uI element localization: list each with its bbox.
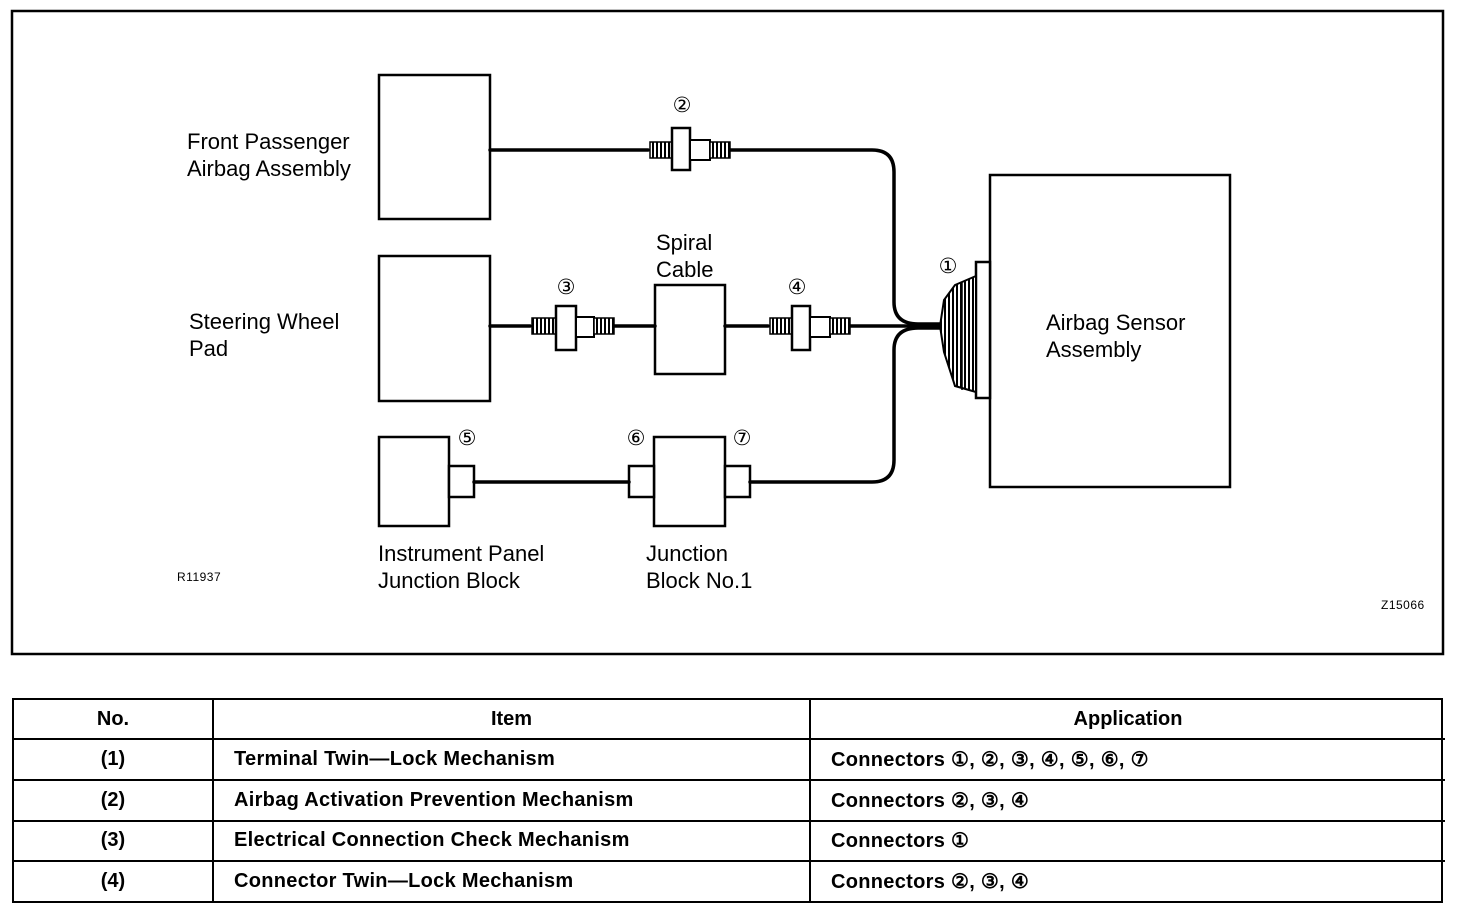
row-application: Connectors ①, ②, ③, ④, ⑤, ⑥, ⑦: [809, 738, 1445, 781]
ip-junction-block-box: [377, 435, 451, 528]
table-row: (2) Airbag Activation Prevention Mechani…: [14, 778, 1445, 822]
airbag-sensor-flange: [974, 260, 992, 400]
table-header-row: No. Item Application: [14, 700, 1445, 740]
row-application: Connectors ②, ③, ④: [809, 778, 1445, 822]
steering-wheel-pad-label: Steering Wheel Pad: [189, 309, 340, 361]
header-item: Item: [212, 700, 811, 740]
airbag-sensor-assembly-box: [988, 173, 1232, 489]
table-row: (1) Terminal Twin—Lock Mechanism Connect…: [14, 738, 1445, 781]
airbag-wiring-diagram: ① ② ③ ④ ⑤ ⑥ ⑦ Front Passenger Airbag Ass…: [10, 9, 1445, 656]
header-no: No.: [14, 700, 214, 740]
junction-block-no1-tab-left: [627, 464, 656, 499]
mechanism-table: No. Item Application (1) Terminal Twin—L…: [12, 698, 1445, 903]
row-item: Terminal Twin—Lock Mechanism: [212, 738, 811, 781]
spiral-cable-box: [653, 283, 727, 376]
row-no: (3): [14, 819, 214, 863]
row-no: (1): [14, 738, 214, 781]
connector-3-number: ③: [556, 275, 576, 299]
mechanism-table-grid: No. Item Application (1) Terminal Twin—L…: [14, 700, 1445, 901]
connector-1: [938, 274, 977, 394]
figure-code-right: Z15066: [1381, 598, 1425, 612]
table-row: (4) Connector Twin—Lock Mechanism Connec…: [14, 860, 1445, 901]
connector-4: [769, 304, 851, 352]
connector-5-number: ⑤: [457, 426, 477, 450]
row-no: (4): [14, 860, 214, 901]
ip-junction-block-tab: [447, 464, 476, 499]
connector-2: [649, 126, 731, 172]
wire-junction-block: [472, 326, 946, 484]
spiral-cable-label: Spiral Cable: [656, 230, 714, 282]
airbag-sensor-label: Airbag Sensor Assembly: [1046, 310, 1186, 362]
front-passenger-airbag-label: Front Passenger Airbag Assembly: [187, 129, 351, 181]
connector-7-number: ⑦: [732, 426, 752, 450]
connector-2-number: ②: [672, 93, 692, 117]
connector-1-number: ①: [938, 254, 958, 278]
junction-block-no1-box: [652, 435, 727, 528]
junction-block-no1-label: Junction Block No.1: [646, 541, 753, 593]
front-passenger-airbag-box: [377, 73, 492, 221]
connector-4-number: ④: [787, 275, 807, 299]
row-item: Electrical Connection Check Mechanism: [212, 819, 811, 863]
row-application: Connectors ②, ③, ④: [809, 860, 1445, 901]
connector-6-number: ⑥: [626, 426, 646, 450]
junction-block-no1-tab-right: [723, 464, 752, 499]
table-row: (3) Electrical Connection Check Mechanis…: [14, 819, 1445, 863]
steering-wheel-pad-box: [377, 254, 492, 403]
header-application: Application: [809, 700, 1445, 740]
diagram-drawing: [10, 9, 1445, 656]
ip-junction-block-label: Instrument Panel Junction Block: [378, 541, 545, 593]
figure-code-left: R11937: [177, 570, 222, 584]
row-no: (2): [14, 778, 214, 822]
row-item: Connector Twin—Lock Mechanism: [212, 860, 811, 901]
row-application: Connectors ①: [809, 819, 1445, 863]
row-item: Airbag Activation Prevention Mechanism: [212, 778, 811, 822]
wiring-harness: [472, 148, 946, 484]
wire-front-passenger: [488, 148, 946, 326]
diagram-frame: [10, 9, 1445, 656]
connector-3: [531, 304, 615, 352]
